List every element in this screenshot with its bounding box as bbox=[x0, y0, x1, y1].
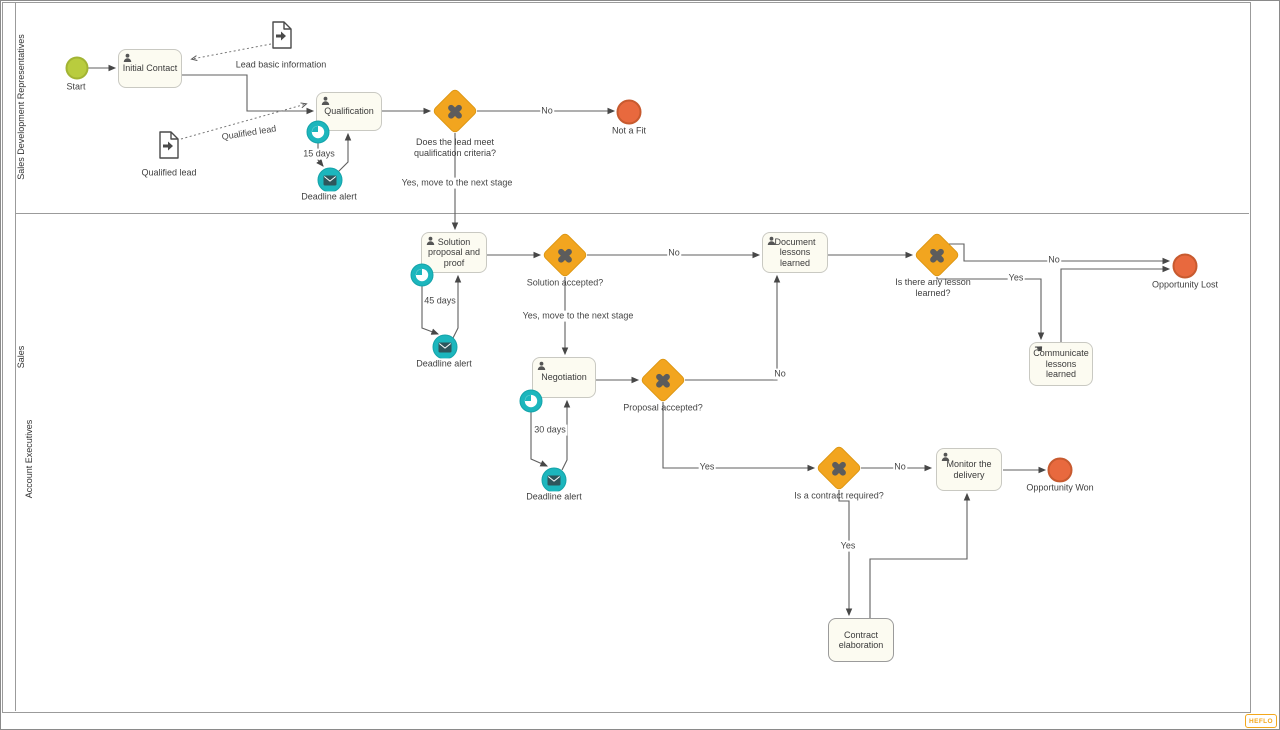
lane-label-sales-development-representatives: Sales Development Representatives bbox=[16, 34, 26, 180]
flow-label-no: No bbox=[540, 105, 554, 117]
start-event[interactable] bbox=[65, 56, 89, 80]
flow-label-yes: Yes bbox=[839, 540, 857, 552]
message-throw-event[interactable] bbox=[432, 334, 458, 360]
gateway-label: Does the lead meet qualification criteri… bbox=[413, 137, 497, 159]
end-event-opportunity-lost[interactable] bbox=[1172, 253, 1198, 279]
event-label: Deadline alert bbox=[525, 491, 583, 503]
user-icon bbox=[321, 96, 330, 107]
flow-label-yes: Yes, move to the next stage bbox=[521, 310, 635, 322]
pool-sales bbox=[2, 2, 1251, 713]
manual-task-hand-icon: ☚ bbox=[1034, 344, 1043, 355]
pool-label-sales: Sales bbox=[16, 345, 26, 369]
end-event-not-a-fit[interactable] bbox=[616, 99, 642, 125]
timer-label: 45 days bbox=[423, 295, 457, 307]
boundary-timer-event[interactable] bbox=[306, 120, 330, 144]
boundary-timer-event[interactable] bbox=[410, 263, 434, 287]
message-envelope-icon bbox=[323, 175, 337, 185]
user-icon bbox=[123, 53, 132, 64]
task-label: Contract elaboration bbox=[838, 629, 884, 650]
user-icon bbox=[941, 452, 950, 463]
task-solution-proposal[interactable]: Solution proposal and proof bbox=[421, 232, 487, 273]
timer-label: 15 days bbox=[302, 148, 336, 160]
timer-label: 30 days bbox=[533, 424, 567, 436]
task-label: Communicate lessons learned bbox=[1033, 348, 1089, 380]
lane-label-account-executives: Account Executives bbox=[24, 419, 34, 499]
end-event-label: Not a Fit bbox=[610, 125, 648, 137]
event-label: Deadline alert bbox=[415, 358, 473, 370]
message-envelope-icon bbox=[438, 342, 452, 352]
task-contract-elaboration[interactable]: Contract elaboration bbox=[828, 618, 894, 662]
document-arrow-icon bbox=[159, 131, 179, 159]
boundary-timer-event[interactable] bbox=[519, 389, 543, 413]
task-label: Solution proposal and proof bbox=[427, 236, 481, 268]
message-envelope-icon bbox=[547, 475, 561, 485]
event-label: Deadline alert bbox=[300, 191, 358, 203]
document-arrow-icon bbox=[272, 21, 292, 49]
task-monitor-delivery[interactable]: Monitor the delivery bbox=[936, 448, 1002, 491]
gateway-label: Is a contract required? bbox=[794, 490, 884, 501]
lane-divider bbox=[15, 213, 1249, 214]
pool-label-divider bbox=[15, 2, 16, 711]
data-object-label: Qualified lead bbox=[140, 167, 198, 179]
end-event-opportunity-won[interactable] bbox=[1047, 457, 1073, 483]
flow-label-yes: Yes, move to the next stage bbox=[400, 177, 514, 189]
data-object-lead-basic-information[interactable] bbox=[271, 21, 293, 49]
start-event-label: Start bbox=[65, 81, 87, 93]
gateway-label: Proposal accepted? bbox=[623, 402, 703, 413]
flow-label-no: No bbox=[667, 247, 681, 259]
task-label: Negotiation bbox=[541, 372, 587, 383]
gateway-label: Is there any lesson learned? bbox=[895, 277, 971, 299]
timer-clock-icon bbox=[415, 268, 429, 282]
flow-label-no: No bbox=[893, 461, 907, 473]
task-label: Monitor the delivery bbox=[946, 459, 992, 480]
message-throw-event[interactable] bbox=[541, 467, 567, 493]
timer-clock-icon bbox=[311, 125, 325, 139]
task-communicate-lessons[interactable]: ☚ Communicate lessons learned bbox=[1029, 342, 1093, 386]
task-document-lessons[interactable]: Document lessons learned bbox=[762, 232, 828, 273]
timer-clock-icon bbox=[524, 394, 538, 408]
message-throw-event[interactable] bbox=[317, 167, 343, 193]
end-event-label: Opportunity Won bbox=[1025, 482, 1095, 494]
user-icon bbox=[537, 361, 546, 372]
heflo-logo-text: HEFLO bbox=[1248, 717, 1274, 725]
heflo-logo[interactable]: HEFLO bbox=[1245, 714, 1277, 728]
end-event-label: Opportunity Lost bbox=[1150, 279, 1220, 291]
data-object-qualified-lead[interactable] bbox=[158, 131, 180, 159]
task-initial-contact[interactable]: Initial Contact bbox=[118, 49, 182, 88]
task-label: Qualification bbox=[324, 106, 374, 117]
task-label: Document lessons learned bbox=[774, 236, 816, 268]
task-label: Initial Contact bbox=[122, 63, 178, 74]
task-negotiation[interactable]: Negotiation bbox=[532, 357, 596, 398]
flow-label-yes: Yes bbox=[1007, 272, 1025, 284]
flow-label-no: No bbox=[1047, 254, 1061, 266]
flow-label-no: No bbox=[773, 368, 787, 380]
flow-label-yes: Yes bbox=[698, 461, 716, 473]
user-icon bbox=[426, 236, 435, 247]
user-icon bbox=[767, 236, 776, 247]
gateway-label: Solution accepted? bbox=[526, 277, 604, 288]
data-object-label: Lead basic information bbox=[234, 59, 328, 71]
